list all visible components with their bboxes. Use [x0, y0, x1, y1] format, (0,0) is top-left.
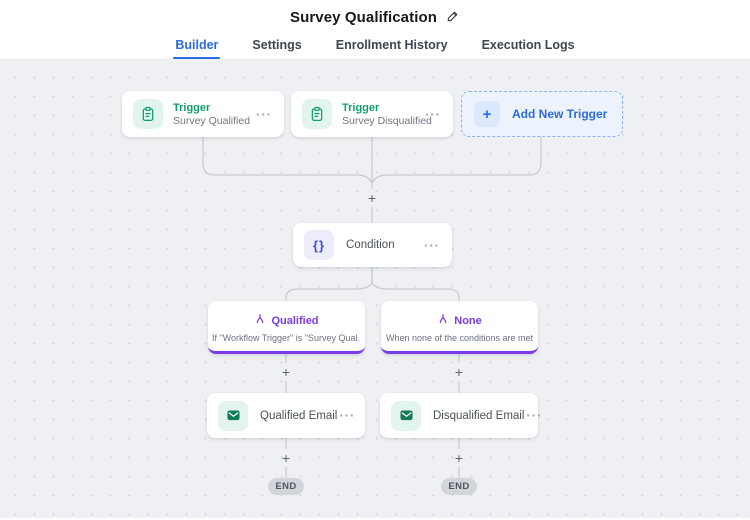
- clipboard-icon: [302, 99, 332, 129]
- clipboard-icon: [133, 99, 163, 129]
- page-title: Survey Qualification: [289, 8, 438, 26]
- email-icon: [391, 400, 421, 431]
- tab-execution-logs[interactable]: Execution Logs: [480, 30, 577, 59]
- action-node-qualified-email[interactable]: Qualified Email ···: [207, 393, 365, 438]
- braces-glyph: {}: [312, 237, 326, 253]
- pencil-icon: [446, 9, 460, 26]
- trigger-node-survey-qualified[interactable]: Trigger Survey Qualified ···: [122, 91, 284, 137]
- add-step-button[interactable]: +: [277, 449, 295, 467]
- node-menu-button[interactable]: ···: [339, 408, 356, 423]
- edit-title-button[interactable]: [446, 9, 460, 26]
- branch-label: Qualified: [271, 314, 319, 327]
- tab-builder[interactable]: Builder: [173, 30, 221, 59]
- plus-icon: +: [474, 101, 500, 127]
- trigger-type-label: Trigger: [342, 101, 380, 114]
- end-node: END: [268, 478, 304, 495]
- branch-icon: [437, 312, 449, 330]
- action-label: Disqualified Email: [433, 409, 525, 422]
- trigger-name: Survey Disqualified: [342, 114, 432, 127]
- add-new-trigger-button[interactable]: + Add New Trigger: [461, 91, 623, 137]
- add-step-button[interactable]: +: [450, 363, 468, 381]
- action-node-disqualified-email[interactable]: Disqualified Email ···: [380, 393, 541, 438]
- header: Survey Qualification Builder Settings En…: [0, 0, 750, 60]
- add-step-button[interactable]: +: [277, 363, 295, 381]
- add-step-button[interactable]: +: [363, 189, 381, 207]
- condition-label: Condition: [346, 239, 395, 251]
- branch-node-qualified[interactable]: Qualified If "Workflow Trigger" is "Surv…: [208, 301, 365, 354]
- braces-icon: {}: [304, 230, 334, 260]
- trigger-name: Survey Qualified: [173, 114, 251, 127]
- branch-description: If "Workflow Trigger" is "Survey Qual...: [212, 332, 361, 343]
- workflow-canvas[interactable]: Trigger Survey Qualified ··· Trigger Sur…: [0, 60, 750, 518]
- branch-icon: [254, 312, 266, 330]
- plus-glyph: +: [482, 105, 492, 123]
- end-node: END: [441, 478, 477, 495]
- branch-description: When none of the conditions are met: [385, 332, 534, 343]
- add-step-button[interactable]: +: [450, 449, 468, 467]
- branch-label: None: [454, 314, 482, 327]
- trigger-node-survey-disqualified[interactable]: Trigger Survey Disqualified ···: [291, 91, 453, 137]
- email-icon: [218, 400, 248, 431]
- branch-node-none[interactable]: None When none of the conditions are met: [381, 301, 538, 354]
- node-menu-button[interactable]: ···: [425, 106, 441, 122]
- node-menu-button[interactable]: ···: [424, 237, 440, 253]
- condition-node[interactable]: {} Condition ···: [293, 223, 452, 267]
- tab-bar: Builder Settings Enrollment History Exec…: [0, 30, 750, 60]
- title-row: Survey Qualification: [0, 0, 750, 30]
- tab-enrollment-history[interactable]: Enrollment History: [334, 30, 450, 59]
- node-menu-button[interactable]: ···: [526, 408, 543, 423]
- node-menu-button[interactable]: ···: [256, 106, 272, 122]
- trigger-type-label: Trigger: [173, 101, 211, 114]
- action-label: Qualified Email: [260, 409, 338, 422]
- add-new-trigger-label: Add New Trigger: [512, 107, 608, 121]
- tab-settings[interactable]: Settings: [250, 30, 303, 59]
